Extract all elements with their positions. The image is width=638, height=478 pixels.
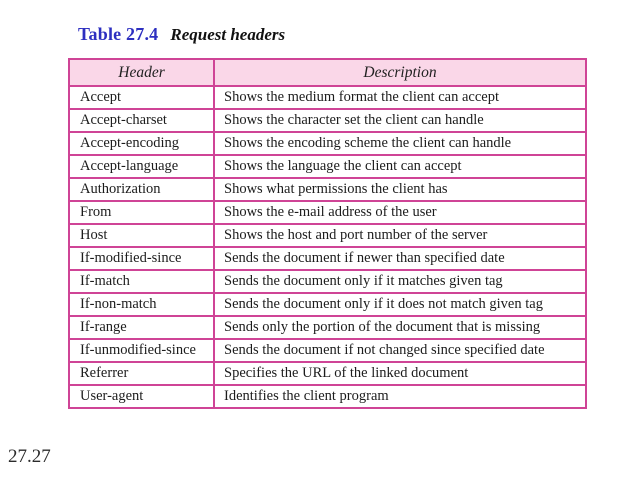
description-cell: Shows the e-mail address of the user bbox=[213, 200, 587, 225]
description-cell: Shows the character set the client can h… bbox=[213, 108, 587, 133]
header-cell: Referrer bbox=[68, 361, 215, 386]
description-cell: Sends only the portion of the document t… bbox=[213, 315, 587, 340]
description-cell: Sends the document if newer than specifi… bbox=[213, 246, 587, 271]
table-label: Table 27.4 bbox=[78, 24, 159, 44]
table-title: Table 27.4 Request headers bbox=[78, 24, 285, 45]
table-caption: Request headers bbox=[170, 25, 286, 44]
description-cell: Shows the medium format the client can a… bbox=[213, 85, 587, 110]
header-cell: If-range bbox=[68, 315, 215, 340]
column-header-header: Header bbox=[68, 58, 215, 87]
header-cell: Host bbox=[68, 223, 215, 248]
header-cell: From bbox=[68, 200, 215, 225]
header-cell: User-agent bbox=[68, 384, 215, 409]
description-cell: Identifies the client program bbox=[213, 384, 587, 409]
description-cell: Sends the document if not changed since … bbox=[213, 338, 587, 363]
column-header-description: Description bbox=[213, 58, 587, 87]
header-cell: Authorization bbox=[68, 177, 215, 202]
description-cell: Shows what permissions the client has bbox=[213, 177, 587, 202]
header-cell: If-match bbox=[68, 269, 215, 294]
slide-number: 27.27 bbox=[8, 446, 51, 467]
description-cell: Shows the language the client can accept bbox=[213, 154, 587, 179]
header-cell: Accept-charset bbox=[68, 108, 215, 133]
header-cell: If-unmodified-since bbox=[68, 338, 215, 363]
description-cell: Shows the host and port number of the se… bbox=[213, 223, 587, 248]
header-cell: Accept-language bbox=[68, 154, 215, 179]
table-header-row: Header Description bbox=[68, 58, 587, 87]
description-cell: Specifies the URL of the linked document bbox=[213, 361, 587, 386]
description-cell: Shows the encoding scheme the client can… bbox=[213, 131, 587, 156]
header-cell: Accept-encoding bbox=[68, 131, 215, 156]
description-cell: Sends the document only if it does not m… bbox=[213, 292, 587, 317]
description-cell: Sends the document only if it matches gi… bbox=[213, 269, 587, 294]
header-cell: If-non-match bbox=[68, 292, 215, 317]
header-cell: If-modified-since bbox=[68, 246, 215, 271]
header-cell: Accept bbox=[68, 85, 215, 110]
